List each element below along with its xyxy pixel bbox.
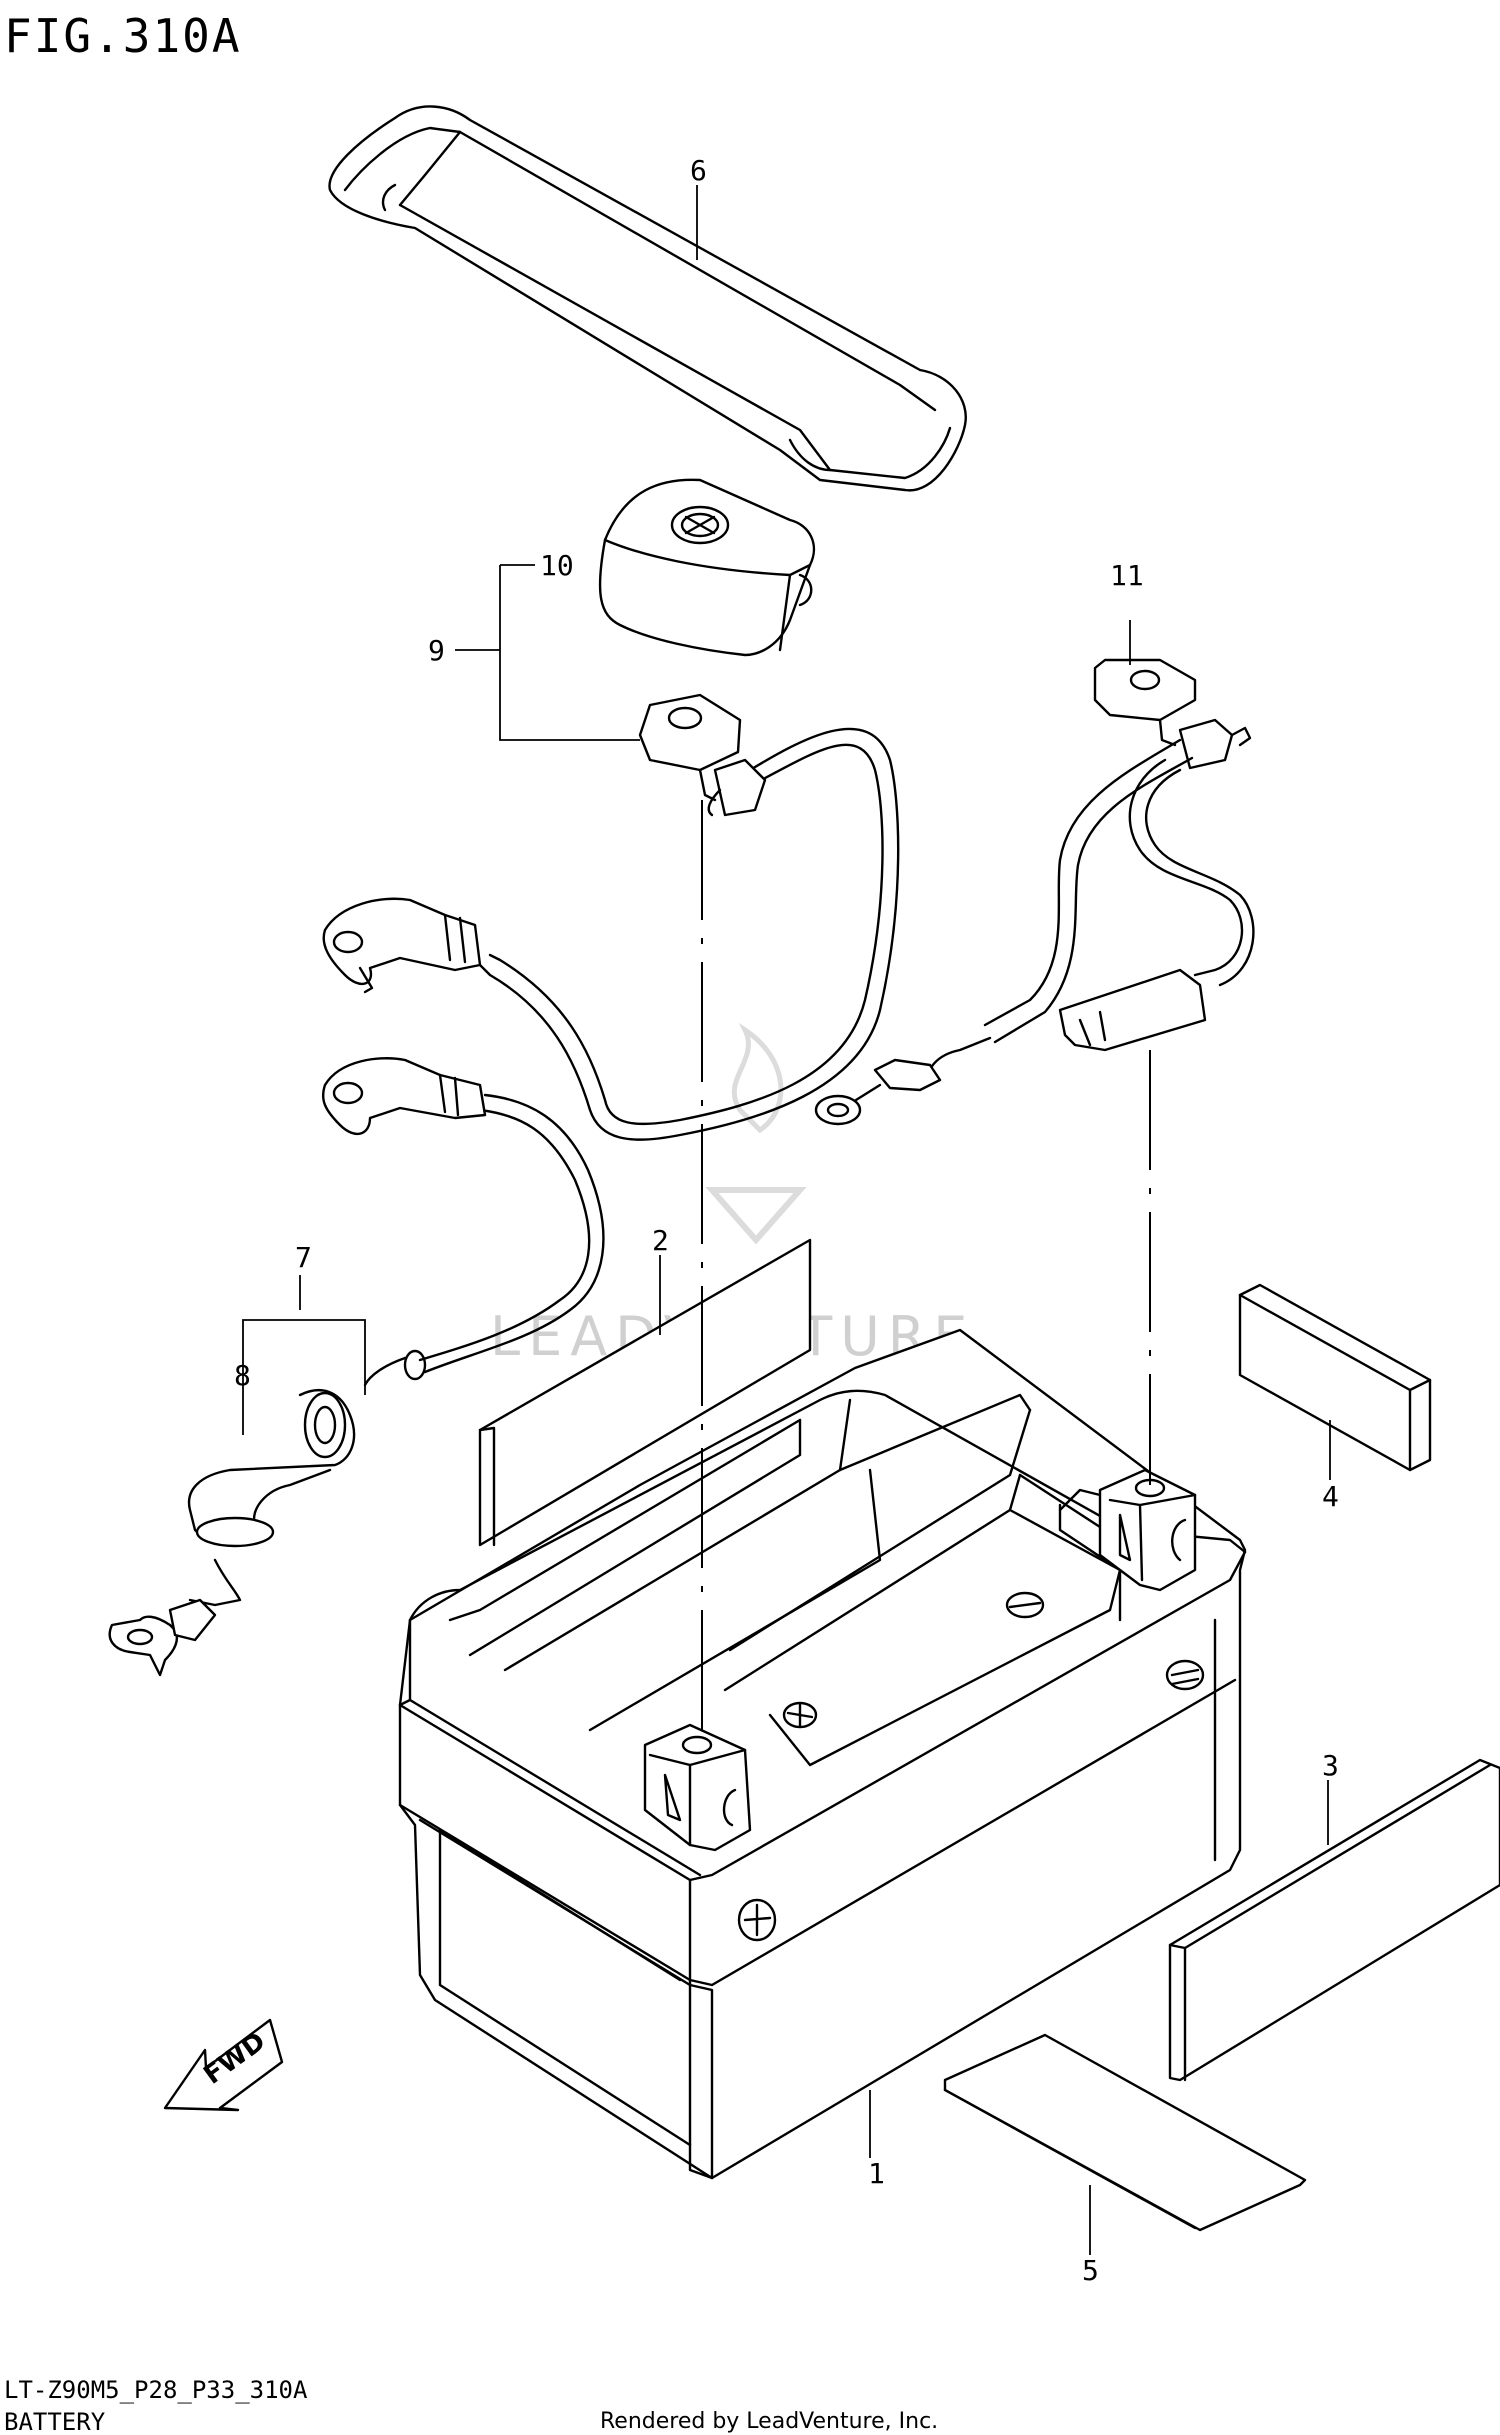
pad-3	[1168, 1758, 1500, 2082]
pad-5	[943, 2033, 1307, 2232]
terminal-cover	[598, 478, 816, 657]
callout-4: 4	[1322, 1480, 1339, 1513]
pad-4	[1238, 1283, 1432, 1472]
battery-band	[328, 105, 967, 492]
callout-1: 1	[868, 2157, 885, 2190]
callout-7: 7	[295, 1241, 312, 1274]
connector-lead	[814, 658, 1255, 1126]
callout-3: 3	[1322, 1749, 1339, 1782]
negative-cable	[108, 1057, 605, 1677]
fwd-arrow: FWD	[163, 2018, 284, 2112]
callout-6: 6	[690, 154, 707, 187]
render-credit: Rendered by LeadVenture, Inc.	[600, 2409, 938, 2434]
section-name: BATTERY	[4, 2408, 106, 2435]
callout-5: 5	[1082, 2254, 1099, 2287]
callout-labels: 1 2 3 4 5 6 7 8 9 10 11	[234, 154, 1339, 2287]
callout-9: 9	[428, 634, 445, 667]
pad-2	[478, 1238, 812, 1547]
leader-lines	[659, 185, 1331, 2255]
callout-2: 2	[652, 1224, 669, 1257]
assembly-lines	[701, 800, 1151, 1745]
figure-title: FIG.310A	[4, 9, 242, 63]
callout-brackets	[242, 564, 640, 1435]
callout-11: 11	[1110, 559, 1144, 592]
callout-10: 10	[540, 549, 574, 582]
model-code: LT-Z90M5_P28_P33_310A	[4, 2376, 308, 2404]
callout-8: 8	[234, 1359, 251, 1392]
battery	[398, 1328, 1247, 2180]
positive-cable	[322, 693, 900, 1141]
